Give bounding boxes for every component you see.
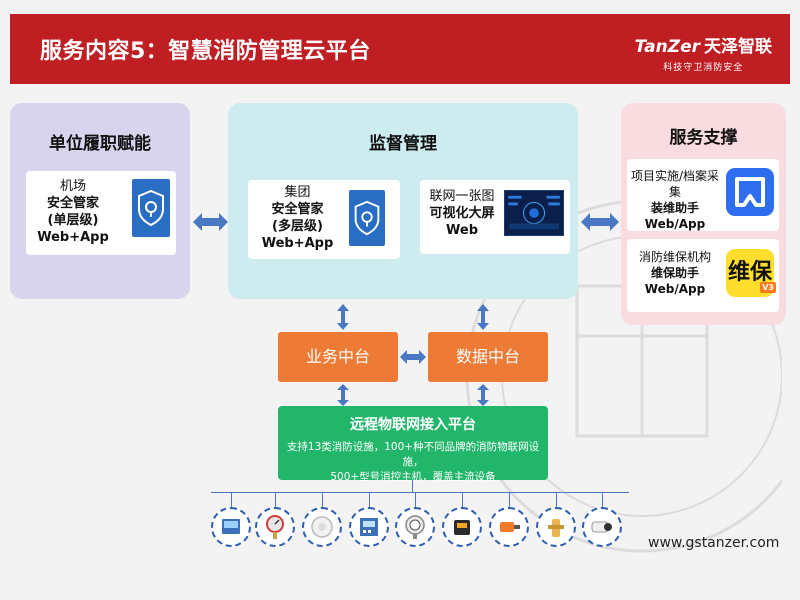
bidirectional-arrow-icon (581, 213, 619, 231)
shield-icon (349, 190, 385, 246)
connector-line (412, 480, 413, 492)
panel-title-supervision: 监督管理 (369, 134, 437, 154)
camera-icon (582, 507, 622, 547)
supervision-panel: 监督管理 集团 安全管家 (多层级) Web+App 联网一张图 可视化大屏 W… (228, 103, 578, 299)
bidirectional-arrow-icon (400, 350, 426, 364)
card-line: 联网一张图 (429, 189, 495, 204)
connector-line (369, 492, 370, 507)
card-line: 安全管家 (271, 202, 324, 217)
maintenance-assistant-card[interactable]: 消防维保机构 维保助手 Web/App 维保 V3 (627, 239, 779, 312)
bidirectional-arrow-icon (193, 213, 228, 231)
card-line: 装维助手 (650, 201, 699, 215)
card-line: Web+App (37, 230, 109, 245)
smoke-detector-icon (302, 507, 342, 547)
water-gauge-icon (395, 507, 435, 547)
valve-actuator-icon (489, 507, 529, 547)
website-link[interactable]: www.gstanzer.com (648, 535, 780, 551)
vertical-arrow-icon (477, 304, 489, 330)
card-line: Web (446, 223, 478, 238)
iot-platform-desc: 支持13类消防设施，100+种不同品牌的消防物联网设施， (286, 441, 540, 468)
signal-module-icon (442, 507, 482, 547)
page-title: 服务内容5：智慧消防管理云平台 (40, 39, 371, 64)
iot-platform-desc: 500+型号消控主机，覆盖主流设备 (330, 471, 496, 483)
card-line: 项目实施/档案采集 (630, 169, 720, 199)
version-badge: V3 (760, 282, 776, 293)
card-line: 可视化大屏 (429, 206, 495, 221)
pressure-gauge-icon (255, 507, 295, 547)
maintenance-app-icon-label: 维保 (727, 260, 772, 285)
card-line: 安全管家 (46, 196, 99, 211)
shield-icon (132, 179, 170, 237)
data-middle-platform[interactable]: 数据中台 (428, 332, 548, 382)
panel-title-service-support: 服务支撑 (669, 128, 738, 148)
connector-line (556, 492, 557, 507)
service-support-panel: 服务支撑 项目实施/档案采集 装维助手 Web/App 消防维保机构 维保助手 … (621, 103, 786, 325)
connector-line (231, 492, 232, 507)
device-bus-line (211, 492, 629, 493)
group-safety-card[interactable]: 集团 安全管家 (多层级) Web+App (248, 180, 400, 259)
connector-line (322, 492, 323, 507)
vertical-arrow-icon (477, 384, 489, 406)
connector-line (275, 492, 276, 507)
connector-line (415, 492, 416, 507)
connector-line (462, 492, 463, 507)
logo-slogan: 科技守卫消防安全 (663, 63, 744, 73)
visual-screen-card[interactable]: 联网一张图 可视化大屏 Web (420, 180, 570, 254)
panel-title-unit-duty: 单位履职赋能 (49, 134, 151, 154)
business-middle-platform[interactable]: 业务中台 (278, 332, 398, 382)
logo-cn: 天泽智联 (704, 37, 772, 57)
card-line: Web/App (644, 217, 706, 231)
connector-line (509, 492, 510, 507)
control-panel-icon (211, 507, 251, 547)
card-line: Web/App (644, 282, 706, 296)
vertical-arrow-icon (337, 384, 349, 406)
card-line: (多层级) (272, 219, 323, 234)
vertical-arrow-icon (337, 304, 349, 330)
maintenance-app-icon: 维保 V3 (726, 249, 776, 297)
install-app-icon (726, 168, 774, 216)
install-assistant-card[interactable]: 项目实施/档案采集 装维助手 Web/App (627, 159, 779, 231)
card-line: (单层级) (47, 213, 99, 228)
card-line: 消防维保机构 (638, 250, 711, 264)
hydrant-icon (536, 507, 576, 547)
electrical-meter-icon (349, 507, 389, 547)
card-line: 维保助手 (650, 266, 699, 280)
card-line: 机场 (59, 179, 86, 194)
iot-access-platform[interactable]: 远程物联网接入平台 支持13类消防设施，100+种不同品牌的消防物联网设施， 5… (278, 406, 548, 483)
card-line: Web+App (261, 236, 334, 251)
unit-duty-panel: 单位履职赋能 机场 安全管家 (单层级) Web+App (10, 103, 190, 299)
card-line: 集团 (284, 185, 311, 200)
airport-safety-card[interactable]: 机场 安全管家 (单层级) Web+App (26, 171, 176, 255)
iot-platform-title: 远程物联网接入平台 (350, 417, 476, 433)
dashboard-screen-icon (504, 190, 564, 236)
connector-line (602, 492, 603, 507)
logo-text: TanZer (634, 37, 700, 57)
